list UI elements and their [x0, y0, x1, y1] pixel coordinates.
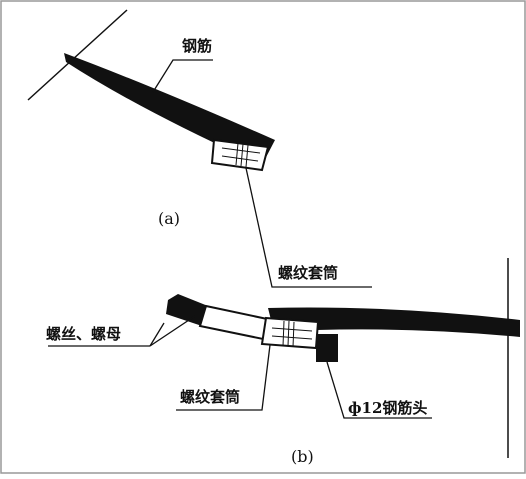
panel-a-drawing: [27, 9, 372, 288]
rebar-a: [64, 53, 275, 165]
label-thread-nut: 螺丝、螺母: [46, 325, 121, 343]
leader-sleeve-a: [245, 167, 372, 288]
nut-block: [166, 294, 208, 326]
threaded-sleeve-a: [210, 138, 270, 172]
label-rebar-head: ф12钢筋头: [348, 399, 427, 417]
label-panel-a: (a): [158, 209, 180, 228]
label-sleeve-a: 螺纹套筒: [278, 264, 338, 282]
leader-rebar: [152, 59, 213, 93]
rebar-head-block: [316, 334, 338, 362]
bolt-rod: [198, 304, 274, 342]
threaded-sleeve-b: [260, 316, 320, 350]
leader-thread-nut-2: [149, 315, 196, 347]
panel-b-drawing: [48, 258, 520, 458]
rebar-b: [268, 307, 520, 337]
label-sleeve-b: 螺纹套筒: [180, 388, 240, 406]
leader-sleeve-b: [176, 344, 271, 411]
leader-rebar-head: [326, 361, 432, 419]
leader-thread-nut-1: [149, 322, 165, 347]
label-panel-b: (b): [291, 447, 314, 466]
boundary-line-a: [27, 9, 128, 101]
label-rebar: 钢筋: [182, 37, 212, 55]
